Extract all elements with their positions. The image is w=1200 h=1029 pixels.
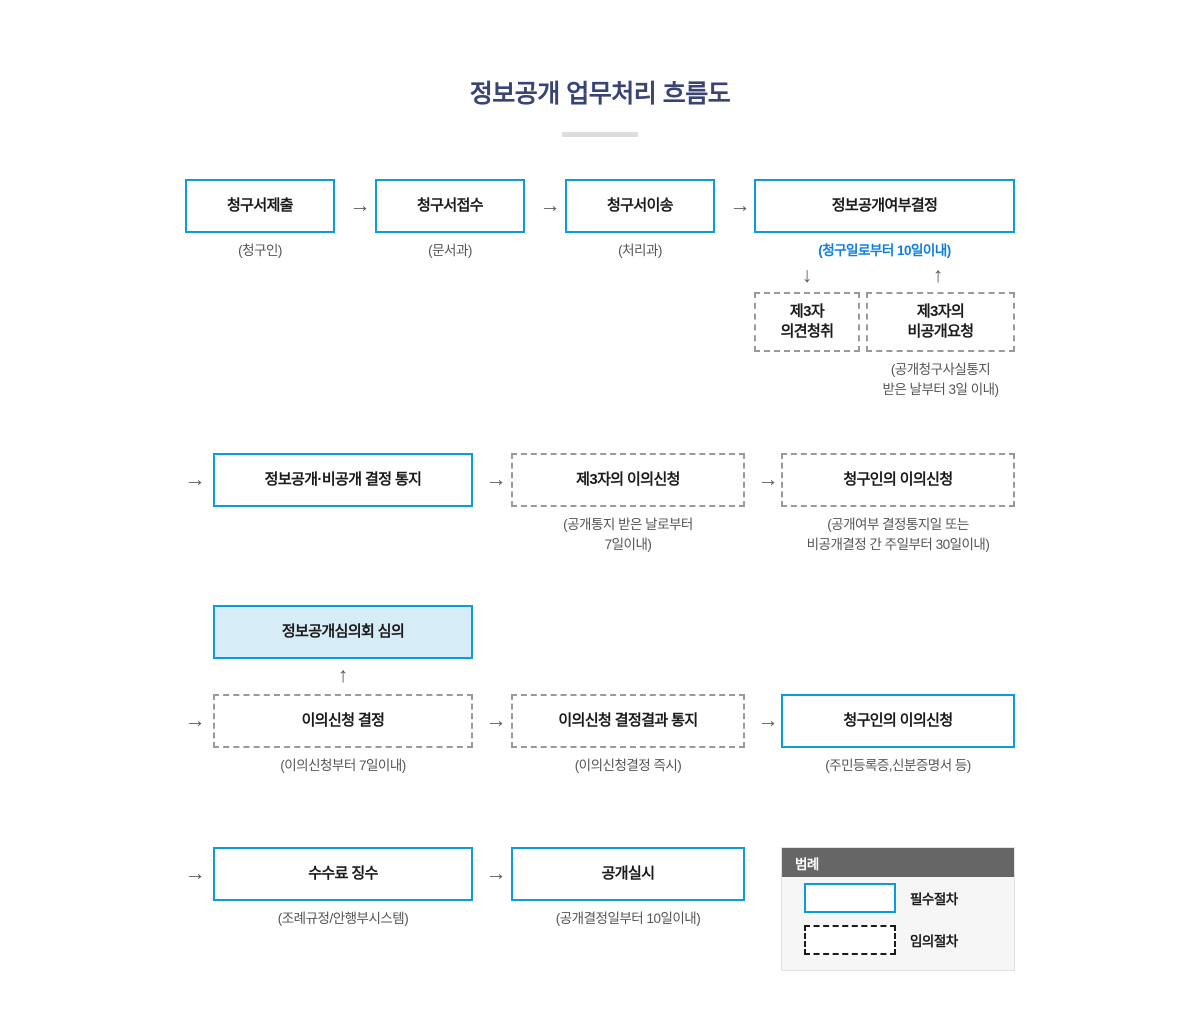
node-gonggae-silsi[interactable]: 공개실시 [511,847,745,901]
node-label: 정보공개심의회 심의 [281,622,405,640]
node-uisinchung-gyeoljeong-gyeolgwa-tongji[interactable]: 이의신청 결정결과 통지 [511,694,745,748]
arrow-right-icon: → [485,468,507,491]
node-cheonggu-seo-jeopsu[interactable]: 청구서접수 [375,179,525,233]
node-cheonggu-seo-jechul[interactable]: 청구서제출 [185,179,335,233]
node-label: 정보공개여부결정 [831,196,938,214]
arrow-right-icon: → [757,468,779,491]
caption-n12: (이의신청결정 즉시) [574,758,682,773]
node-label: 제3자의 이의신청 [576,470,680,488]
arrow-right-icon: → [729,194,751,217]
legend-row-required: 필수절차 [782,877,1014,919]
node-label: 정보공개·비공개 결정 통지 [264,470,422,488]
legend-swatch-dashed-icon [804,925,896,955]
arrow-right-icon: → [349,194,371,217]
node-cheonggu-seo-isong[interactable]: 청구서이송 [565,179,715,233]
node-label: 공개실시 [601,864,655,882]
arrow-down-icon: ↓ [801,264,813,287]
caption-n14: (조례규정/안행부시스템) [277,911,409,926]
arrow-right-icon: → [184,468,206,491]
caption-n3: (처리과) [618,243,662,258]
node-uisinchung-gyeoljeong[interactable]: 이의신청 결정 [213,694,473,748]
node-label: 이의신청 결정결과 통지 [558,711,698,729]
arrow-right-icon: → [757,709,779,732]
node-cheongguin-uisinchung-row4[interactable]: 청구인의 이의신청 [781,694,1015,748]
arrow-right-icon: → [485,709,507,732]
node-label: 청구서이송 [606,196,674,214]
caption-n15: (공개결정일부터 10일이내) [555,911,701,926]
node-jeongbo-gonggae-yeobu-gyeoljeong[interactable]: 정보공개여부결정 [754,179,1015,233]
node-label: 청구서제출 [226,196,294,214]
node-gonggae-bigonggae-gyeoljeong-tongji[interactable]: 정보공개·비공개 결정 통지 [213,453,473,507]
arrow-right-icon: → [539,194,561,217]
node-label: 청구서접수 [416,196,484,214]
node-cheongguin-uisinchung-row2[interactable]: 청구인의 이의신청 [781,453,1015,507]
node-susuryo-jingsu[interactable]: 수수료 징수 [213,847,473,901]
arrow-up-icon: ↑ [337,664,349,687]
arrow-right-icon: → [184,862,206,885]
legend-panel: 범례 필수절차 임의절차 [781,847,1015,971]
caption-n13: (주민등록증,신분증명서 등) [825,758,971,773]
node-je3ja-uisinchung[interactable]: 제3자의 이의신청 [511,453,745,507]
node-label: 이의신청 결정 [301,711,385,729]
caption-n4: (청구일로부터 10일이내) [818,243,951,258]
title-divider [562,132,638,137]
node-label: 청구인의 이의신청 [843,470,953,488]
caption-n11: (이의신청부터 7일이내) [280,758,406,773]
caption-n2: (문서과) [428,243,472,258]
legend-row-optional: 임의절차 [782,919,1014,961]
legend-heading: 범례 [782,848,1014,877]
node-simuihoe-simui[interactable]: 정보공개심의회 심의 [213,605,473,659]
arrow-right-icon: → [184,709,206,732]
arrow-right-icon: → [485,862,507,885]
node-label: 청구인의 이의신청 [843,711,953,729]
legend-label-required: 필수절차 [910,892,958,907]
arrow-up-icon: ↑ [932,264,944,287]
page-title: 정보공개 업무처리 흐름도 [469,80,731,108]
node-label: 수수료 징수 [308,864,378,882]
legend-label-optional: 임의절차 [910,934,958,949]
legend-swatch-solid-icon [804,883,896,913]
caption-n1: (청구인) [238,243,282,258]
